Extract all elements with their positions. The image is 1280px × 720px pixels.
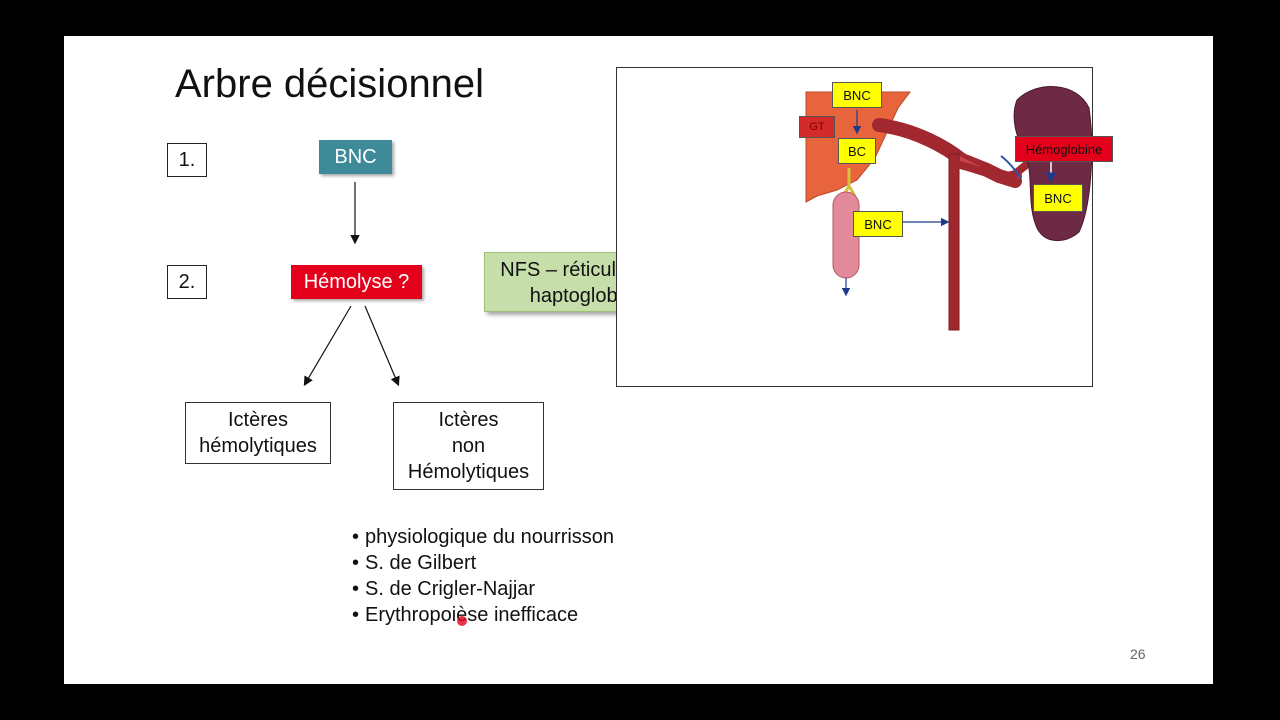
step-2-box: 2. <box>167 265 207 299</box>
slide: Arbre décisionnel 1. 2. BNC Hémolyse ? I… <box>64 36 1213 684</box>
splenic-vein <box>951 152 1041 180</box>
page-number: 26 <box>1130 646 1146 662</box>
hemolytic-jaundice-box: Ictères hémolytiques <box>185 402 331 464</box>
non-hemolytic-jaundice-box: Ictères non Hémolytiques <box>393 402 544 490</box>
decision-arrows <box>303 182 400 387</box>
arrow-to-hemolytic <box>303 305 352 387</box>
non-hemolytic-line-2: non <box>451 435 486 457</box>
bullet-item: physiologique du nourrisson <box>352 524 614 550</box>
hemolyse-box: Hémolyse ? <box>291 265 422 299</box>
label-bc: BC <box>838 138 876 164</box>
label-bnc-spleen: BNC <box>1033 184 1083 212</box>
bullet-item: S. de Crigler-Najjar <box>352 576 614 602</box>
hemolytic-line-1: Ictères <box>227 409 289 431</box>
nfs-line-2: haptoglobine <box>529 285 645 307</box>
bnc-box: BNC <box>319 140 392 174</box>
label-gt: GT <box>799 116 835 138</box>
bullet-list: physiologique du nourrisson S. de Gilber… <box>352 524 614 628</box>
arrow-to-non-hemolytic <box>364 305 400 387</box>
non-hemolytic-line-3: Hémolytiques <box>407 461 530 483</box>
laser-pointer-dot <box>457 616 467 626</box>
slide-title: Arbre décisionnel <box>175 62 485 106</box>
anatomy-figure: BNC GT BC BNC Hémoglobine BNC <box>616 67 1113 387</box>
small-vessel-blue <box>1000 155 1022 179</box>
label-hemoglobine: Hémoglobine <box>1015 136 1113 162</box>
non-hemolytic-line-1: Ictères <box>438 409 499 431</box>
label-bnc-top: BNC <box>832 82 882 108</box>
label-bnc-mid: BNC <box>853 211 903 237</box>
hemolytic-line-2: hémolytiques <box>199 435 317 457</box>
vertical-vessel <box>948 153 960 331</box>
bullet-item: Erythropoièse inefficace <box>352 602 614 628</box>
bullet-item: S. de Gilbert <box>352 550 614 576</box>
step-1-box: 1. <box>167 143 207 177</box>
